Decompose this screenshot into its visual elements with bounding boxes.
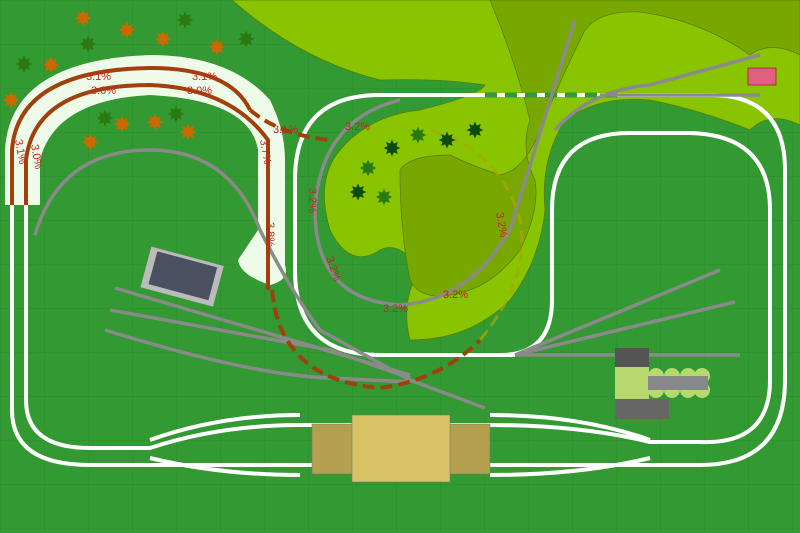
svg-text:✸: ✸ — [237, 27, 255, 52]
lower-loop-track[interactable] — [33, 148, 486, 410]
inner-grade-track[interactable] — [313, 19, 577, 307]
svg-text:✸: ✸ — [359, 156, 377, 181]
svg-text:✸: ✸ — [176, 8, 194, 33]
upper-spur[interactable] — [553, 53, 761, 132]
svg-text:✸: ✸ — [42, 53, 60, 78]
grade-labels: 3.1% 3.0% 3.1% 3.0% 3.1% 3.0% 3.1% 3.7% … — [12, 71, 509, 315]
grade-descent[interactable] — [270, 289, 482, 391]
svg-text:✸: ✸ — [2, 88, 20, 113]
svg-text:✸: ✸ — [118, 18, 136, 43]
svg-text:✸: ✸ — [74, 6, 92, 31]
grade-label: 3.2% — [443, 289, 468, 301]
helix-outer[interactable] — [10, 65, 252, 205]
tunnel-track — [429, 128, 524, 341]
grade-label: 3.1% — [192, 71, 217, 83]
hill-dark — [399, 0, 800, 297]
svg-text:✸: ✸ — [113, 112, 131, 137]
grade-label: 3.2% — [345, 121, 370, 133]
svg-text:✸: ✸ — [349, 180, 367, 205]
grade-label: 3.0% — [187, 85, 212, 97]
svg-text:✸: ✸ — [383, 136, 401, 161]
helix-inner[interactable] — [24, 82, 270, 290]
grade-label: 3.7% — [257, 138, 273, 165]
svg-text:✸: ✸ — [154, 27, 172, 52]
svg-text:✸: ✸ — [79, 32, 97, 57]
svg-text:✸: ✸ — [81, 130, 99, 155]
grade-label: 3.1% — [12, 138, 28, 165]
grade-label: 3.2% — [306, 188, 318, 213]
grade-label: 3.0% — [91, 85, 116, 97]
yard-tracks[interactable] — [104, 286, 411, 384]
grade-connector[interactable] — [248, 108, 331, 142]
station — [311, 414, 491, 483]
svg-text:✸: ✸ — [96, 106, 114, 131]
svg-text:✸: ✸ — [15, 52, 33, 77]
grade-label: 3.8% — [264, 222, 276, 247]
grade-label: 3.0% — [28, 143, 44, 170]
warehouse-building — [140, 246, 224, 307]
svg-text:✸: ✸ — [466, 118, 484, 143]
industry-building — [615, 348, 710, 419]
svg-text:✸: ✸ — [438, 128, 456, 153]
svg-text:✸: ✸ — [179, 120, 197, 145]
main-line-inner[interactable] — [24, 131, 772, 450]
grade-label: 3.1% — [86, 71, 111, 83]
grade-label: 3.1% — [273, 124, 298, 136]
ramp-area — [5, 55, 286, 285]
svg-text:✸: ✸ — [208, 35, 226, 60]
small-house — [747, 67, 777, 86]
platform-right — [447, 423, 491, 475]
trees: ✸✸ ✸✸ ✸✸ ✸✸ ✸✸ ✸✸ ✸✸ ✸✸ ✸✸ ✸✸ ✸✸ ✸ — [2, 6, 484, 210]
grade-label: 3.2% — [493, 211, 509, 238]
passing-siding[interactable] — [149, 413, 651, 477]
svg-text:✸: ✸ — [375, 185, 393, 210]
station-building — [351, 414, 451, 483]
grade-label: 3.2% — [383, 303, 408, 315]
svg-text:✸: ✸ — [146, 110, 164, 135]
svg-text:✸: ✸ — [409, 123, 427, 148]
platform-left — [311, 423, 355, 475]
svg-text:✸: ✸ — [167, 102, 185, 127]
